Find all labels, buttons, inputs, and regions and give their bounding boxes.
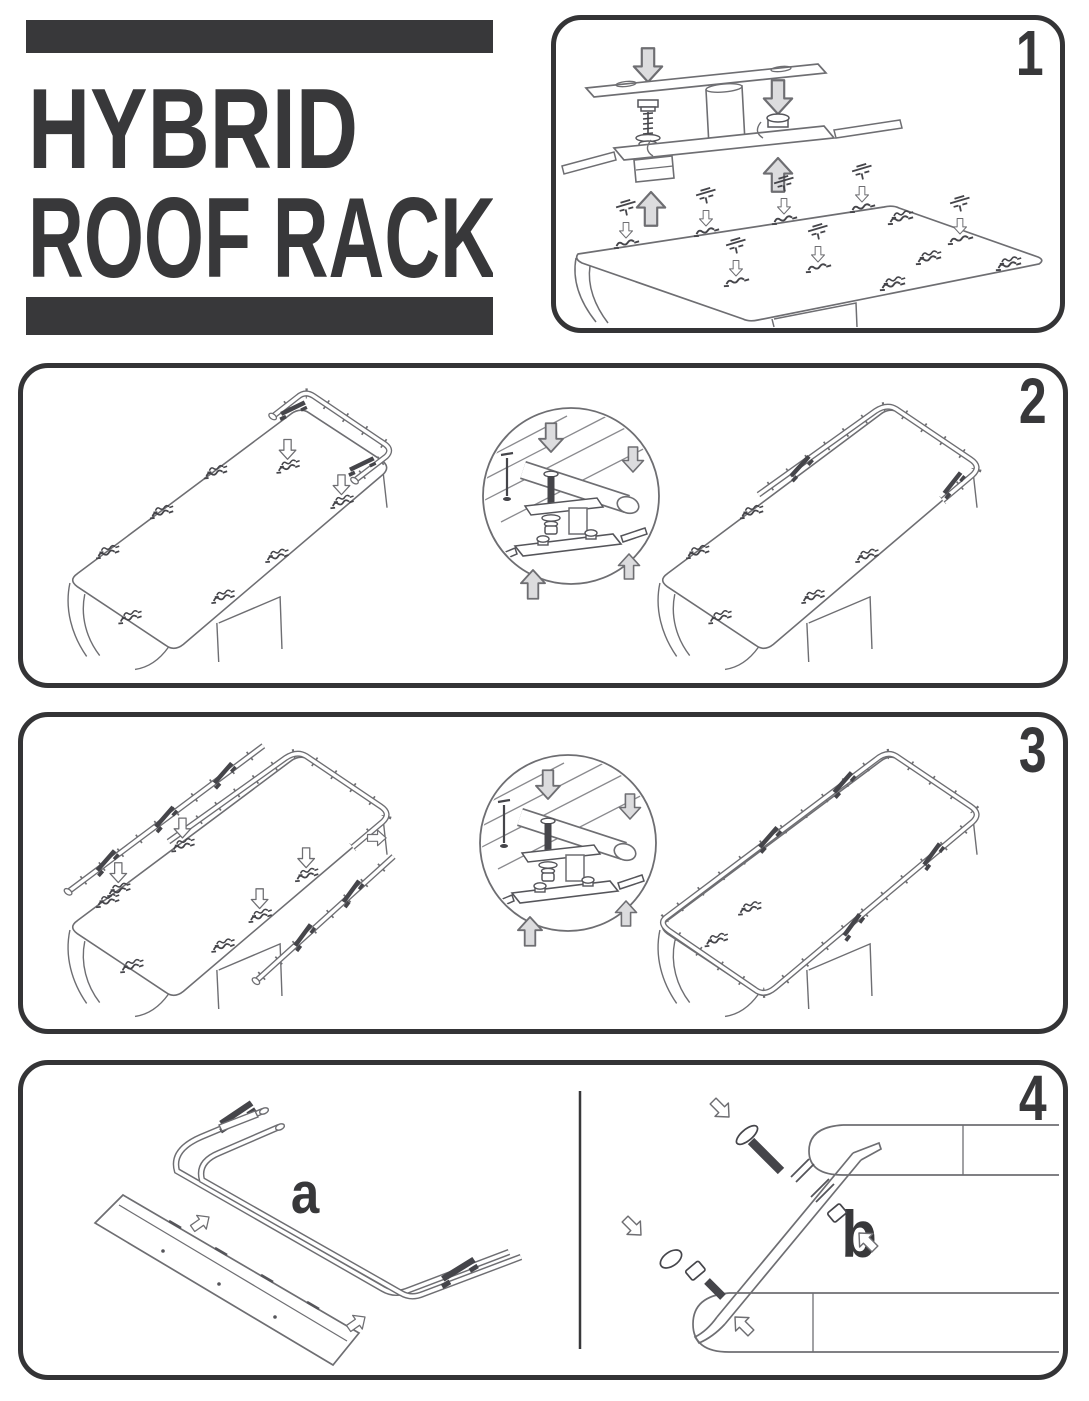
down-arrow-icon xyxy=(109,862,128,884)
up-arrow-icon xyxy=(635,190,667,227)
deflector-bracket-strip xyxy=(693,1141,883,1345)
page-title: HYBRID ROOF RACK xyxy=(28,66,493,285)
rear-rail-installed xyxy=(755,401,982,505)
screw-and-nut-hardware xyxy=(659,1124,848,1300)
step-number-1: 1 xyxy=(1016,17,1044,89)
rear-rail-section xyxy=(268,388,395,485)
step-panel-4: 4 a b xyxy=(18,1060,1068,1380)
step3-illustration xyxy=(63,741,982,1018)
down-right-arrow-icon xyxy=(705,1093,737,1125)
step-number-2: 2 xyxy=(1019,365,1047,437)
mount-bracket-exploded xyxy=(561,47,903,227)
van-with-side-rails-lowering xyxy=(63,741,397,1018)
step-number-4: 4 xyxy=(1019,1062,1047,1134)
left-side-rail xyxy=(63,741,267,897)
title-top-bar xyxy=(26,20,493,53)
down-arrow-icon xyxy=(762,79,794,116)
perimeter-frame xyxy=(657,748,982,998)
down-arrow-icon xyxy=(632,47,664,84)
step-panel-3: 3 xyxy=(18,712,1068,1034)
van-roof-fastener-layout xyxy=(574,163,1043,328)
title-bottom-bar xyxy=(26,297,493,335)
step-number-3: 3 xyxy=(1019,714,1047,786)
mount-detail-inset xyxy=(476,755,656,946)
step1-illustration xyxy=(561,47,1043,328)
right-side-rail xyxy=(247,829,397,986)
step2-illustration xyxy=(67,388,982,671)
step-panel-1: 1 xyxy=(551,15,1065,333)
step-panel-2: 2 xyxy=(18,363,1068,688)
page-title-line1: HYBRID xyxy=(28,66,358,193)
van-with-full-frame-installed xyxy=(657,748,982,1018)
down-right-arrow-icon xyxy=(617,1211,649,1243)
bolt-detail xyxy=(617,1093,1059,1353)
van-with-rear-rail-installed xyxy=(657,401,982,671)
frame-front-tubes xyxy=(172,1099,523,1300)
rear-rail-installed xyxy=(165,748,392,852)
up-right-arrow-icon xyxy=(187,1209,215,1236)
sub-step-label-a: a xyxy=(290,1161,320,1226)
wind-deflector-assembly xyxy=(93,1099,523,1367)
mount-detail-inset xyxy=(479,408,659,599)
step4-illustration xyxy=(93,1091,1059,1367)
wind-deflector-blade xyxy=(93,1193,361,1367)
van-with-rear-rail-lowering xyxy=(67,388,395,671)
up-left-arrow-icon xyxy=(851,1225,883,1257)
page-title-line2: ROOF RACK xyxy=(28,175,493,285)
frame-tube-bottom xyxy=(692,1292,1059,1353)
frame-tube-top xyxy=(808,1124,1059,1176)
